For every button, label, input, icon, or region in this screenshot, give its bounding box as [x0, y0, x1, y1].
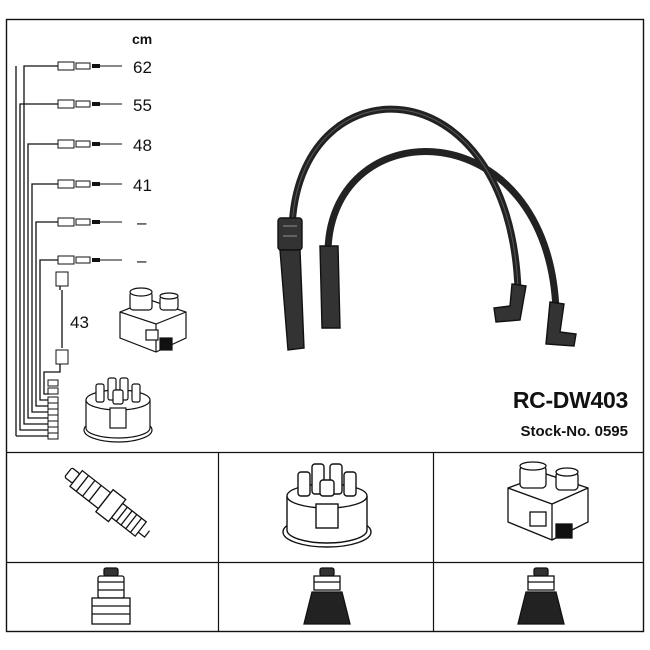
- terminal-connector: [57, 255, 122, 265]
- angled-coil-boot-2: [545, 301, 577, 347]
- angled-boot-icon: [303, 567, 351, 625]
- unit-label: cm: [132, 31, 152, 47]
- wire-length-4: 41: [133, 176, 152, 195]
- distributor-cap-large-icon: [282, 463, 372, 548]
- terminal-connector: [57, 217, 122, 227]
- coil-wire-length: 43: [70, 313, 89, 332]
- ignition-coil-icon: [119, 287, 187, 353]
- product-code: RC-DW403: [513, 387, 628, 413]
- terminal-connector: [57, 99, 122, 109]
- straight-plug-boot-2: [319, 245, 341, 329]
- terminal-connector: [57, 139, 122, 149]
- distributor-cap-icon: [83, 377, 153, 443]
- straight-boot-icon: [91, 567, 131, 625]
- wire-length-2: 55: [133, 96, 152, 115]
- wire-length-3: 48: [133, 136, 152, 155]
- cable-pair-drawing: [277, 105, 577, 351]
- lead-terminals: [47, 61, 122, 440]
- ignition-coil-large-icon: [507, 461, 589, 541]
- straight-spark-plug-boot: [277, 217, 305, 351]
- spark-plug-icon: [64, 467, 151, 539]
- stock-number: Stock-No. 0595: [520, 423, 628, 440]
- wire-length-1: 62: [133, 58, 152, 77]
- bundle-terminals: [47, 379, 59, 440]
- angled-boot-icon-2: [517, 567, 565, 625]
- terminal-connector: [57, 179, 122, 189]
- terminal-connector: [57, 61, 122, 71]
- wire-length-6: –: [137, 251, 147, 270]
- cable-layout-schematic: [15, 65, 63, 437]
- wire-length-5: –: [137, 213, 147, 232]
- angled-coil-boot-1: [493, 283, 527, 323]
- coil-lead-connector: [55, 271, 69, 365]
- layout-grid: [5, 18, 645, 633]
